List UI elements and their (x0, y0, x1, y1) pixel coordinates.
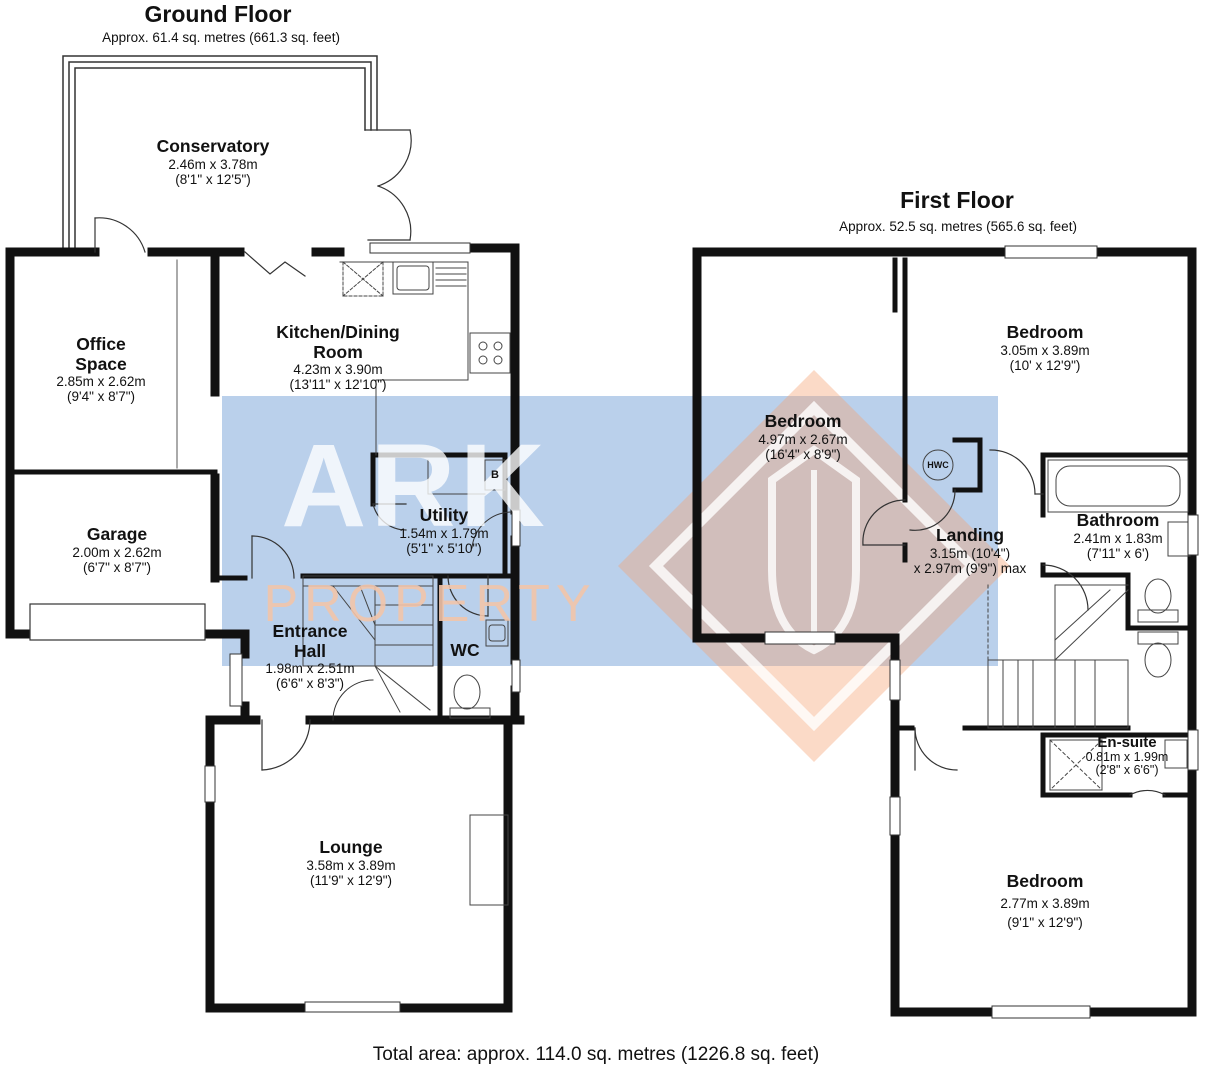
bathroom-window (1187, 514, 1199, 556)
room-landing: Landing 3.15m (10'4") x 2.97m (9'9") max (913, 525, 1027, 576)
utility-side-door (511, 509, 521, 547)
bifold-door (244, 251, 306, 277)
bathtub (1047, 459, 1189, 513)
kitchen-sink (392, 261, 467, 295)
utility-counter (427, 459, 486, 495)
room-conservatory: Conservatory 2.46m x 3.78m (8'1" x 12'5"… (156, 136, 270, 187)
bathroom-basin (1167, 521, 1191, 557)
ensuite-window (1187, 729, 1199, 771)
watermark-logo (222, 370, 1010, 762)
under-stairs-door (332, 679, 374, 721)
hwc-label: HWC (927, 460, 949, 470)
first-floor-doors (862, 449, 1166, 796)
room-bedroom-top: Bedroom 3.05m x 3.89m (10' x 12'9") (1000, 322, 1090, 373)
hot-water-cylinder (922, 449, 954, 481)
room-bathroom: Bathroom 2.41m x 1.83m (7'11" x 6') (1073, 510, 1163, 561)
room-wc: WC (450, 640, 480, 660)
boiler (484, 459, 506, 491)
room-kitchen: Kitchen/Dining Room 4.23m x 3.90m (13'11… (276, 322, 400, 393)
lounge-fireplace (469, 814, 509, 906)
garage-door (29, 603, 206, 641)
entrance-side-window (229, 653, 243, 707)
ground-floor-walls (5, 243, 525, 1013)
utility-side-door-swing (471, 511, 513, 549)
room-ensuite: En-suite 0.81m x 1.99m (2'8" x 6'6") (1085, 734, 1169, 777)
wc-door (447, 575, 489, 617)
wc-fittings (449, 619, 509, 719)
boiler-label: B (491, 469, 499, 481)
wc-window (511, 659, 521, 693)
hob (469, 332, 511, 374)
kitchen-window (369, 242, 471, 254)
ground-floor-title: Ground Floor (144, 1, 292, 27)
first-floor-plan (692, 245, 1199, 1019)
room-entrance-hall: Entrance Hall 1.98m x 2.51m (6'6" x 8'3"… (265, 621, 355, 692)
fridge-unit (342, 261, 384, 297)
first-floor-walls (692, 247, 1197, 1017)
total-area: Total area: approx. 114.0 sq. metres (12… (372, 1044, 820, 1065)
conservatory-french-doors (364, 129, 412, 241)
bedroom-bottom-side-window (889, 796, 901, 836)
office-door (94, 217, 146, 253)
watermark-tagline: PROPERTY (263, 575, 597, 633)
lounge-side-window (204, 765, 216, 803)
room-bedroom-bottom: Bedroom 2.77m x 3.89m (9'1" x 12'9") (1000, 871, 1090, 930)
room-office: Office Space 2.85m x 2.62m (9'4" x 8'7") (56, 334, 146, 405)
ensuite-shower (1049, 739, 1188, 791)
lounge-window (304, 1001, 401, 1013)
ground-floor-plan (5, 55, 525, 1013)
landing-window (889, 659, 901, 701)
room-garage: Garage 2.00m x 2.62m (6'7" x 8'7") (72, 524, 162, 575)
bedroom-left-window (764, 631, 836, 645)
utility-door (372, 503, 407, 531)
ground-floor-stairs (302, 575, 434, 713)
room-utility: Utility 1.54m x 1.79m (5'1" x 5'10") (399, 505, 489, 556)
first-floor-stairs (987, 584, 1129, 729)
ground-floor-area: Approx. 61.4 sq. metres (661.3 sq. feet) (102, 30, 340, 45)
toilets-first-floor (1137, 578, 1179, 678)
bedroom-top-window (1004, 245, 1098, 259)
watermark-brand: ARK (281, 420, 549, 552)
first-floor-title: First Floor (900, 187, 1014, 213)
conservatory-frame (62, 55, 378, 253)
room-bedroom-left: Bedroom 4.97m x 2.67m (16'4" x 8'9") (758, 411, 848, 462)
entrance-door (261, 719, 311, 771)
room-lounge: Lounge 3.58m x 3.89m (11'9" x 12'9") (306, 837, 396, 888)
kitchen-hall-door (251, 535, 295, 579)
first-floor-internal-walls (892, 257, 1195, 798)
bedroom-bottom-window (991, 1005, 1091, 1019)
first-floor-area: Approx. 52.5 sq. metres (565.6 sq. feet) (839, 219, 1077, 234)
